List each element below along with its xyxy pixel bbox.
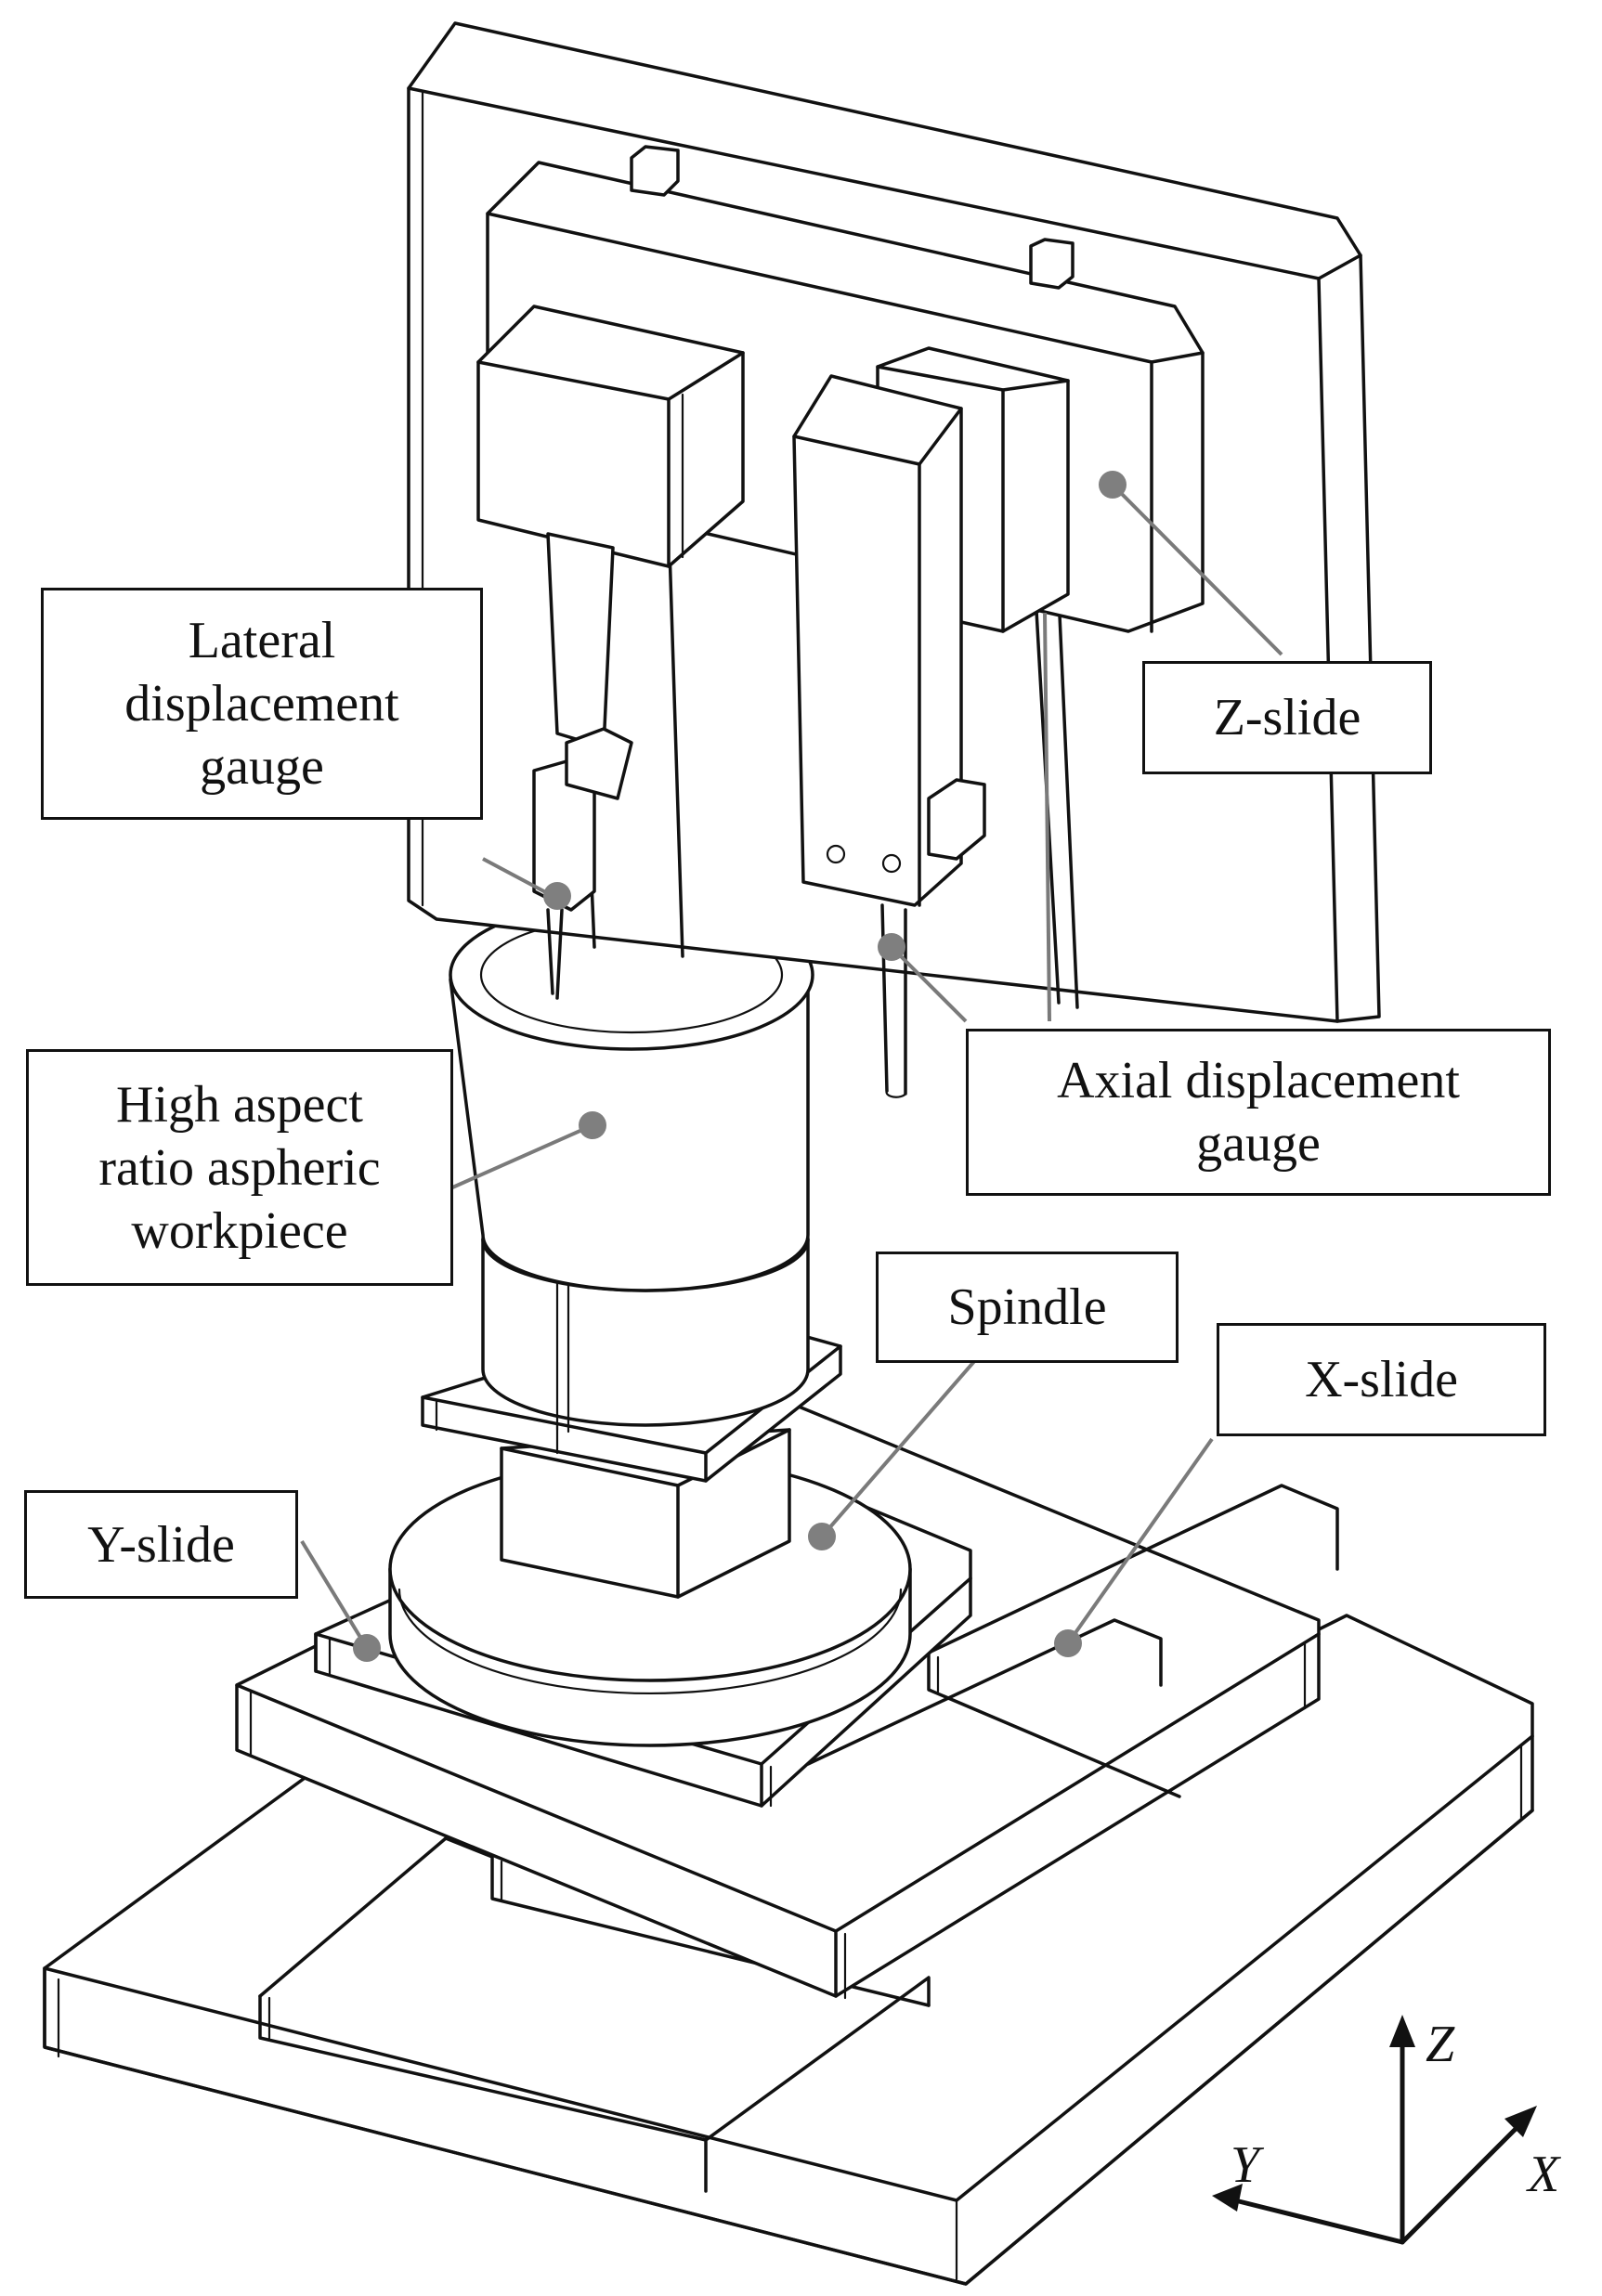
- x-axis-label: X: [1528, 2146, 1560, 2203]
- coordinate-axes: [1212, 2015, 1537, 2245]
- lateral-gauge-mount: [476, 305, 745, 1000]
- workpiece-label: High aspect ratio aspheric workpiece: [26, 1049, 453, 1286]
- axial-gauge-body: [792, 374, 986, 1098]
- axial-displacement-gauge-label: Axial displacement gauge: [966, 1029, 1551, 1196]
- x-slide-label: X-slide: [1217, 1323, 1546, 1436]
- y-slide-label: Y-slide: [24, 1490, 298, 1599]
- lateral-displacement-gauge-label: Lateral displacement gauge: [41, 588, 483, 820]
- spindle-label: Spindle: [876, 1252, 1179, 1363]
- callout-dots: [353, 471, 1127, 1662]
- z-axis-label: Z: [1426, 2016, 1455, 2073]
- z-slide-label: Z-slide: [1142, 661, 1432, 774]
- leader-lines: [300, 483, 1283, 1650]
- aspheric-workpiece: [449, 899, 814, 1292]
- y-axis-label: Y: [1231, 2136, 1260, 2194]
